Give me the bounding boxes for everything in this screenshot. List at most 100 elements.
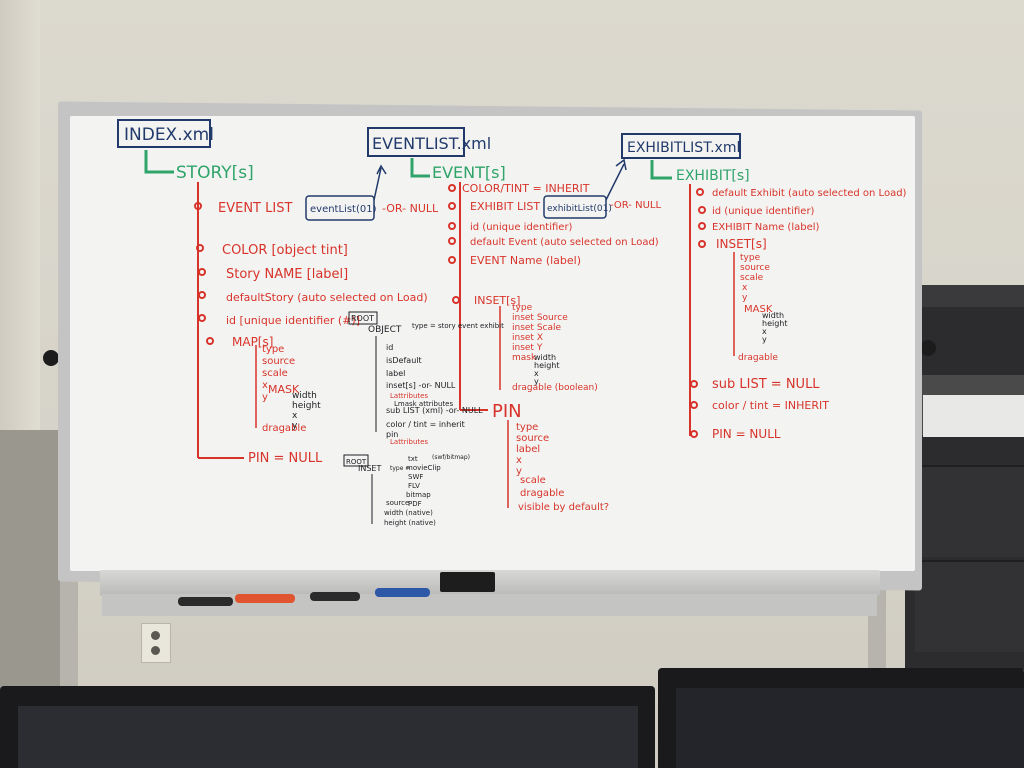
exhibit-item-name: EXHIBIT Name (label) (712, 222, 820, 233)
map-mask-x: x (292, 411, 298, 421)
event-item-id: id (unique identifier) (470, 222, 573, 233)
monitor-right-screen (676, 688, 1024, 768)
cabinet-drawer (915, 465, 1024, 557)
eventlist-title: EVENTLIST.xml (372, 134, 491, 153)
map-item-dragable: dragable (262, 423, 306, 434)
pin-item-x: x (516, 455, 522, 466)
easel-knob-right (920, 340, 936, 356)
event-inset-mask: mask (512, 353, 537, 363)
event-inset-source: inset Source (512, 313, 568, 323)
eventlist-arrow (373, 164, 387, 201)
map-item-mask: MASK (268, 383, 300, 396)
exhibit-inset-dragable: dragable (738, 353, 778, 363)
root-item-inset: inset[s] -or- NULL (386, 381, 456, 390)
monitor-left-screen (18, 706, 638, 768)
monitor-right (658, 668, 1024, 768)
exhibit-inset-mask: MASK (744, 304, 773, 315)
event-mask-height: height (534, 361, 560, 370)
event-inset-y: inset Y (512, 343, 543, 353)
cabinet-top (905, 285, 1024, 307)
map-item-x: x (262, 380, 268, 391)
root-label-2: ROOT (346, 458, 367, 466)
pin-item-source: source (516, 433, 549, 444)
exhibit-mask-height: height (762, 319, 788, 328)
root-inset-width: width (native) (384, 509, 433, 517)
event-item-name: EVENT Name (label) (470, 254, 581, 267)
story-pin: PIN = NULL (248, 451, 323, 466)
root-type-flv: FLV (408, 482, 420, 490)
root-item-isdefault: isDefault (386, 356, 422, 365)
exhibit-color: color / tint = INHERIT (712, 399, 829, 412)
root-inset-height: height (native) (384, 519, 436, 527)
exhibitlist-or-null: -OR- NULL (610, 200, 661, 211)
map-item-y: y (262, 392, 268, 403)
root-type-pdf: PDF (408, 500, 422, 508)
event-inset-scale: inset Scale (512, 323, 561, 333)
exhibitlist-title: EXHIBITLIST.xml (627, 140, 740, 156)
exhibitlist-ref-box (543, 195, 607, 219)
eventlist-ref-box (305, 195, 375, 221)
marker-orange[interactable] (235, 594, 295, 603)
exhibit-item-inset: INSET[s] (716, 237, 767, 251)
door-frame (0, 0, 40, 430)
exhibit-inset-y: y (742, 293, 748, 303)
event-item-color: COLOR/TINT = INHERIT (462, 182, 590, 195)
root-box-2 (343, 454, 369, 467)
exhibit-inset-type: type (740, 253, 761, 263)
event-mask-width: width (534, 353, 556, 362)
marker-black[interactable] (178, 597, 233, 606)
exhibit-mask-x: x (762, 327, 767, 336)
root-type-movieclip: movieClip (406, 464, 441, 472)
marker-blue[interactable] (375, 588, 430, 597)
root-type-bitmap: bitmap (406, 491, 431, 499)
exhibit-heading: EXHIBIT[s] (676, 168, 750, 184)
event-inset-type: type (512, 303, 533, 313)
exhibit-inset-scale: scale (740, 273, 764, 283)
exhibit-sublist: sub LIST = NULL (712, 377, 820, 392)
exhibit-item-id: id (unique identifier) (712, 206, 815, 217)
pin-item-dragable: dragable (520, 488, 564, 499)
root-inset-type: type = (390, 465, 410, 472)
root-object-type: type = story event exhibit (412, 322, 504, 330)
root-item-id: id (386, 343, 393, 352)
root-object: OBJECT (368, 325, 402, 335)
story-heading: STORY[s] (176, 163, 254, 183)
marker-dark[interactable] (310, 592, 360, 601)
map-mask-height: height (292, 401, 321, 411)
exhibit-inset-source: source (740, 263, 770, 273)
event-inset-dragable: dragable (boolean) (512, 383, 598, 393)
map-item-type: type (262, 344, 284, 355)
pin-heading: PIN (492, 401, 522, 422)
root-box-1 (348, 311, 378, 325)
event-mask-x: x (534, 369, 539, 378)
eventlist-box (367, 127, 465, 157)
story-item-default: defaultStory (auto selected on Load) (226, 291, 428, 304)
story-item-name: Story NAME [label] (226, 267, 348, 282)
pin-item-type: type (516, 422, 538, 433)
eventlist-connector (410, 158, 430, 178)
story-item-id: id [unique identifier (#)] (226, 314, 360, 327)
power-outlet (141, 623, 171, 663)
index-title: INDEX.xml (124, 125, 214, 145)
root-label-1: ROOT (351, 314, 374, 323)
root-type-txt: txt (408, 455, 418, 463)
file-cabinet (905, 285, 1024, 670)
whiteboard-eraser[interactable] (440, 572, 495, 592)
root-inset-source: source (386, 499, 409, 507)
root-attr-1: Lattributes (390, 392, 428, 400)
event-mask-y: y (534, 377, 539, 386)
index-box (117, 119, 211, 148)
pin-item-visible: visible by default? (518, 502, 609, 513)
map-item-scale: scale (262, 368, 288, 379)
eventlist-or-null: -OR- NULL (382, 202, 439, 215)
exhibitlist-arrow (605, 158, 627, 201)
eventlist-ref-text: eventList(01) (310, 204, 377, 215)
story-item-eventlist: EVENT LIST (218, 201, 292, 216)
map-mask-width: width (292, 391, 317, 401)
paper-box (923, 395, 1024, 437)
marker-tray-lip (102, 594, 877, 616)
root-inset: INSET (358, 464, 381, 473)
exhibit-mask-width: width (762, 311, 784, 320)
exhibit-mask-y: y (762, 335, 767, 344)
